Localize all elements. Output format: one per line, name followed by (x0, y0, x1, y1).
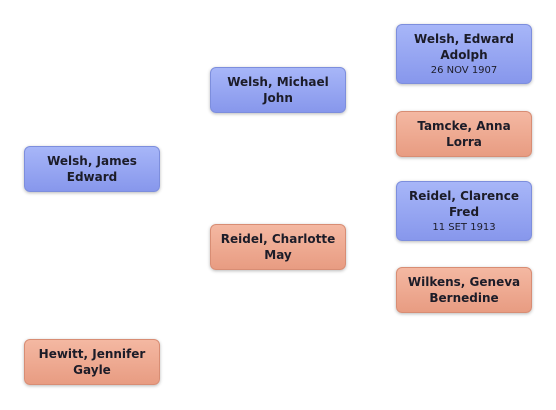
person-name: Welsh, James Edward (47, 154, 137, 184)
person-card-michael-welsh[interactable]: Welsh, Michael John (210, 67, 346, 113)
person-name: Welsh, Edward Adolph (414, 32, 514, 62)
person-date: 26 NOV 1907 (430, 65, 498, 76)
person-card-charlotte-reidel[interactable]: Reidel, Charlotte May (210, 224, 346, 270)
person-card-anna-tamcke[interactable]: Tamcke, Anna Lorra (396, 111, 532, 157)
person-name: Reidel, Clarence Fred (409, 189, 519, 219)
person-card-edward-welsh[interactable]: Welsh, Edward Adolph 26 NOV 1907 (396, 24, 532, 84)
person-card-geneva-wilkens[interactable]: Wilkens, Geneva Bernedine (396, 267, 532, 313)
person-date: 11 SET 1913 (432, 222, 496, 233)
person-name: Hewitt, Jennifer Gayle (38, 347, 146, 377)
person-card-clarence-reidel[interactable]: Reidel, Clarence Fred 11 SET 1913 (396, 181, 532, 241)
person-name: Reidel, Charlotte May (220, 232, 336, 262)
person-name: Welsh, Michael John (227, 75, 329, 105)
person-name: Tamcke, Anna Lorra (417, 119, 511, 149)
person-card-jennifer-hewitt[interactable]: Hewitt, Jennifer Gayle (24, 339, 160, 385)
person-name: Wilkens, Geneva Bernedine (407, 275, 521, 305)
person-card-james-welsh[interactable]: Welsh, James Edward (24, 146, 160, 192)
